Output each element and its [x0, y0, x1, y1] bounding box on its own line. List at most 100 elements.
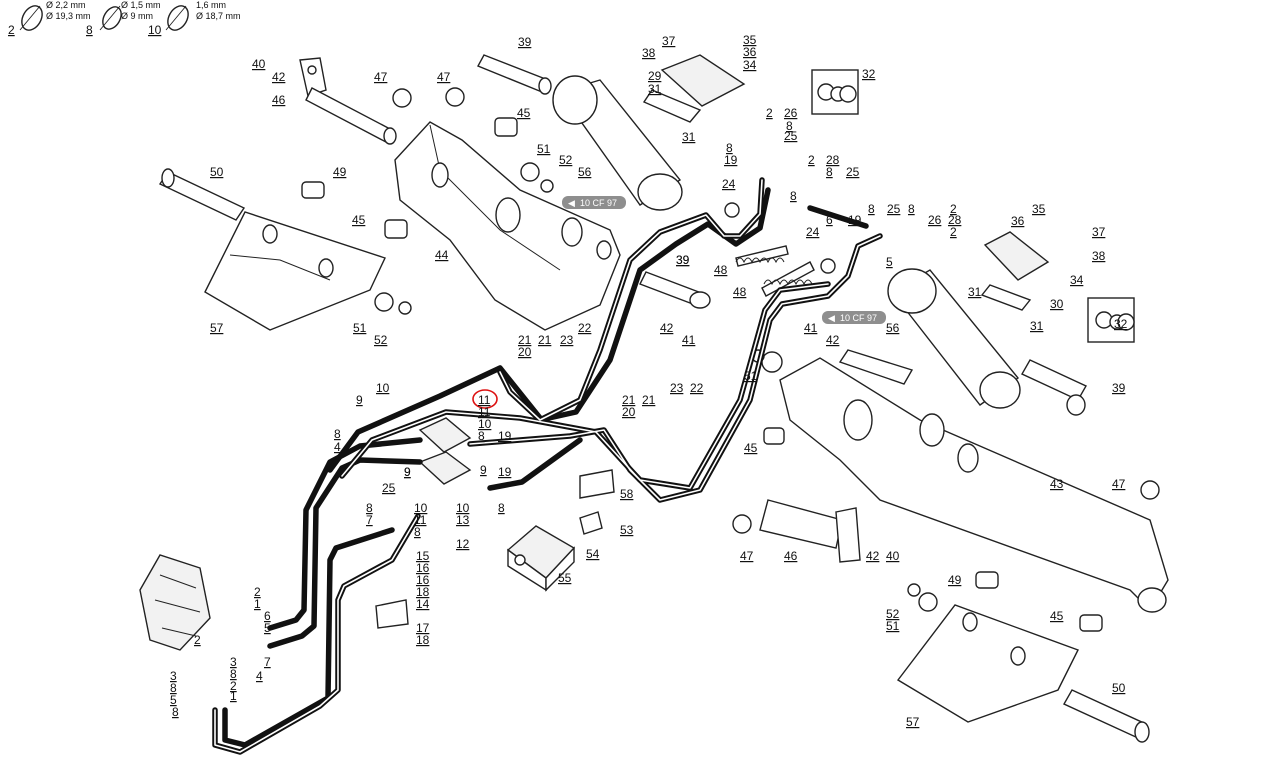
callout-label: 10 — [376, 381, 390, 395]
callout-label: 42 — [826, 333, 840, 347]
seal-spec-legend: Ø 2,2 mm Ø 19,3 mm 2 Ø 1,5 mm Ø 9 mm 8 1… — [8, 0, 241, 37]
callout-label: 43 — [1050, 477, 1064, 491]
callout-label: 3 — [230, 655, 237, 669]
callout-label: 37 — [662, 34, 676, 48]
callout-label: 10 — [456, 501, 470, 515]
callout-label: 11 — [414, 513, 427, 527]
cross-ref-top: ◀ 10 CF 97 — [562, 196, 626, 209]
svg-text:◀: ◀ — [568, 198, 575, 208]
cross-ref-middle: ◀ 10 CF 97 — [822, 311, 886, 324]
callout-label: 4 — [256, 669, 263, 683]
hydraulic-hoses — [212, 177, 883, 755]
callout-label: 41 — [682, 333, 696, 347]
callout-label: 19 — [848, 213, 862, 227]
svg-text:10 CF 97: 10 CF 97 — [580, 198, 617, 208]
highlighted-callout-11[interactable]: 11 — [472, 389, 498, 409]
callout-label: 44 — [435, 248, 449, 262]
callout-label: 24 — [722, 177, 736, 191]
callout-label: 17 — [416, 621, 430, 635]
callout-label: 8 — [230, 667, 237, 681]
callout-label: 45 — [352, 213, 366, 227]
callout-label: 2 — [194, 633, 201, 647]
callout-label: 45 — [744, 441, 758, 455]
callout-label: 34 — [1070, 273, 1084, 287]
callout-label: 21 — [538, 333, 552, 347]
callout-label: 45 — [1050, 609, 1064, 623]
callout-label: 8 — [334, 427, 341, 441]
callout-label: 8 — [498, 501, 505, 515]
callout-label: 31 — [1030, 319, 1044, 333]
callout-label: 52 — [559, 153, 573, 167]
callout-label: 57 — [906, 715, 920, 729]
callout-label: 2 — [950, 225, 957, 239]
callout-label: 49 — [333, 165, 347, 179]
callout-label: 5 — [170, 693, 177, 707]
svg-text:Ø 18,7 mm: Ø 18,7 mm — [196, 11, 241, 21]
callout-label: 42 — [660, 321, 674, 335]
callout-label: 12 — [456, 537, 470, 551]
callout-label: 50 — [210, 165, 224, 179]
callout-label: 58 — [620, 487, 634, 501]
callout-label: 51 — [353, 321, 367, 335]
callout-label: 52 — [886, 607, 900, 621]
callout-label: 39 — [676, 253, 690, 267]
svg-text:1,6 mm: 1,6 mm — [196, 0, 226, 10]
callout-label: 25 — [887, 202, 901, 216]
callout-label: 39 — [1112, 381, 1126, 395]
seal-spec-10: 1,6 mm Ø 18,7 mm 10 — [148, 0, 241, 37]
callout-label: 47 — [437, 70, 451, 84]
callout-label: 13 — [456, 513, 470, 527]
callout-label: 47 — [740, 549, 754, 563]
callout-label: 8 — [478, 429, 485, 443]
callout-label: 16 — [416, 561, 430, 575]
callout-label: 56 — [578, 165, 592, 179]
callout-label: 31 — [968, 285, 982, 299]
callout-label: 54 — [586, 547, 600, 561]
callout-label: 15 — [416, 549, 430, 563]
callout-label: 36 — [1011, 214, 1025, 228]
callout-label: 7 — [264, 655, 271, 669]
callout-label: 19 — [498, 429, 512, 443]
callout-label: 51 — [886, 619, 900, 633]
seal-spec-8: Ø 1,5 mm Ø 9 mm 8 — [86, 0, 161, 37]
callout-label: 47 — [374, 70, 388, 84]
callout-label: 21 — [518, 333, 532, 347]
callout-label: 21 — [642, 393, 656, 407]
callout-label: 9 — [404, 465, 411, 479]
callout-label: 8 — [908, 202, 915, 216]
callout-label: 20 — [622, 405, 636, 419]
callout-label: 7 — [366, 513, 373, 527]
callout-label: 8 — [414, 525, 421, 539]
callout-label: 2 — [808, 153, 815, 167]
callout-label: 45 — [517, 106, 531, 120]
callout-label: 28 — [826, 153, 840, 167]
callout-label: 46 — [784, 549, 798, 563]
svg-text:Ø 1,5 mm: Ø 1,5 mm — [121, 0, 161, 10]
callout-label: 36 — [743, 45, 757, 59]
svg-text:2: 2 — [8, 23, 15, 37]
svg-text:11: 11 — [478, 393, 491, 407]
callout-label: 25 — [784, 129, 798, 143]
callout-label: 46 — [272, 93, 286, 107]
callout-label: 47 — [1112, 477, 1126, 491]
callout-label: 8 — [786, 119, 793, 133]
callout-label: 2 — [254, 585, 261, 599]
callout-label: 9 — [356, 393, 363, 407]
callout-label: 1 — [254, 597, 261, 611]
callout-label: 55 — [558, 571, 572, 585]
callout-label: 19 — [724, 153, 738, 167]
svg-text:Ø 2,2 mm: Ø 2,2 mm — [46, 0, 86, 10]
callout-label: 14 — [416, 597, 430, 611]
callout-label: 25 — [382, 481, 396, 495]
callout-label: 29 — [648, 69, 662, 83]
svg-text:◀: ◀ — [828, 313, 835, 323]
callout-label: 30 — [1050, 297, 1064, 311]
callout-label: 50 — [1112, 681, 1126, 695]
callout-label: 1 — [230, 689, 237, 703]
svg-text:8: 8 — [86, 23, 93, 37]
callout-label: 18 — [416, 585, 430, 599]
callout-label: 20 — [518, 345, 532, 359]
callout-label: 38 — [642, 46, 656, 60]
